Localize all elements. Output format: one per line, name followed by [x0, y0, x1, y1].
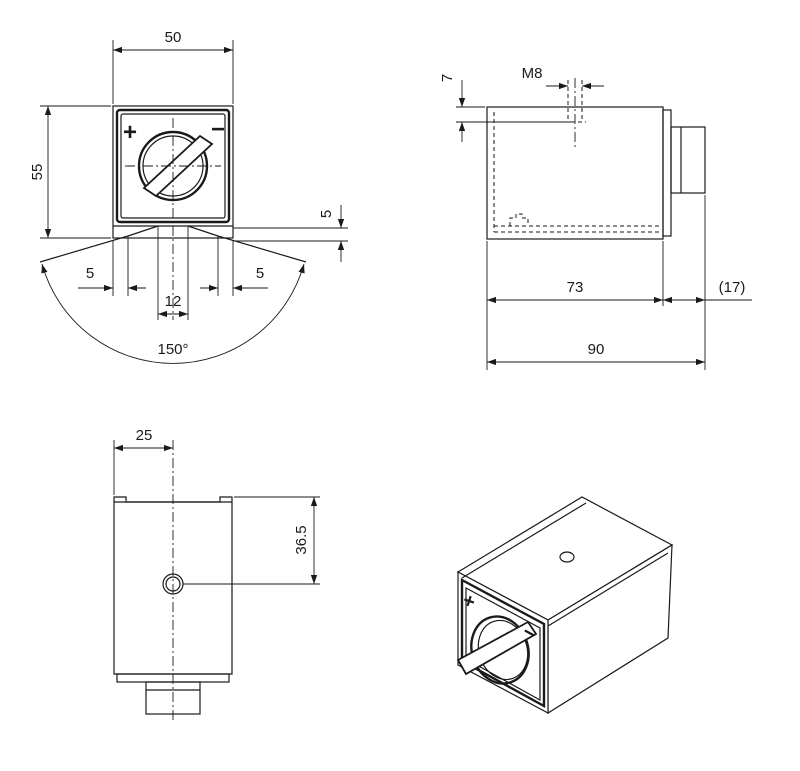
- dim-m8-label: M8: [522, 65, 543, 82]
- dim-25-label: 25: [136, 427, 153, 444]
- iso-front-plate: [460, 577, 546, 709]
- dim-73-label: 73: [567, 279, 584, 296]
- dim-55-label: 55: [29, 164, 46, 181]
- side-view-end-plate: [662, 109, 672, 237]
- dim-150-label: 150°: [157, 341, 188, 358]
- front-view-slot-right-edge: [187, 225, 219, 237]
- iso-knob-lever: [456, 620, 538, 676]
- side-view-knob: [670, 126, 706, 194]
- bottom-view: 25 36.5: [113, 427, 320, 722]
- dim-50-label: 50: [165, 29, 182, 46]
- isometric-view: + −: [456, 496, 674, 715]
- dim-36-5-label: 36.5: [293, 525, 310, 554]
- dim-17-label: (17): [719, 279, 746, 296]
- iso-side-rim: [547, 552, 669, 627]
- dim-7-label: 7: [439, 74, 456, 82]
- front-view-groove-left: [39, 235, 129, 263]
- front-view-groove-right: [217, 235, 307, 263]
- iso-top-hole: [559, 551, 575, 563]
- iso-top-rim: [461, 502, 587, 579]
- dim-5-right-label: 5: [256, 265, 264, 282]
- dim-12-label: 12: [165, 293, 182, 310]
- side-view-body: [486, 106, 664, 240]
- dim-5-left-label: 5: [86, 265, 94, 282]
- dim-150-arc: [41, 263, 305, 364]
- front-view-slot-left-edge: [127, 225, 159, 237]
- front-view-plus-symbol: +: [123, 119, 137, 146]
- side-view: M8 7 73 (17) 90: [439, 65, 752, 370]
- side-view-hidden-pocket: [509, 213, 529, 226]
- dim-90-label: 90: [588, 341, 605, 358]
- front-view-body: [112, 105, 234, 239]
- iso-front-plate-inner: [465, 586, 541, 702]
- front-view-minus-symbol: −: [211, 116, 225, 143]
- front-view-knob-lever: [142, 134, 214, 198]
- front-view: + − 50 55 5 5 5: [29, 29, 348, 364]
- dim-5-base-label: 5: [318, 210, 335, 218]
